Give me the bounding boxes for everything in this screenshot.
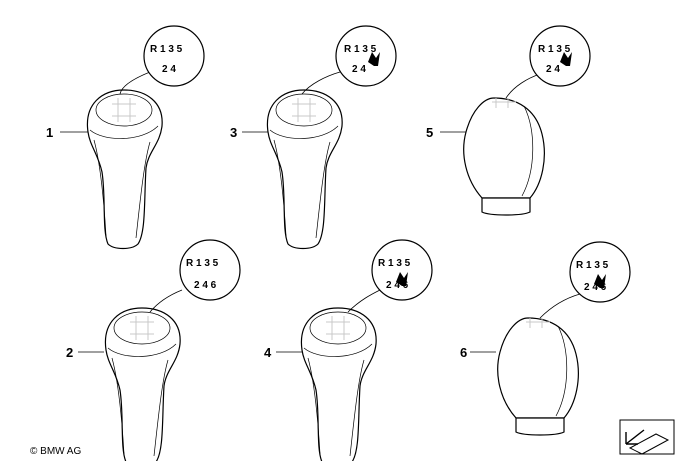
m-logo-icon	[396, 272, 408, 286]
gear-knob-5[interactable]	[440, 25, 591, 216]
m-logo-icon	[594, 274, 606, 288]
shift-pattern-top-6: R 1 3 5	[576, 260, 609, 271]
callout-number-6: 6	[460, 345, 467, 360]
shift-pattern-top-5: R 1 3 5	[538, 44, 571, 55]
shift-pattern-bottom-3: 2 4	[352, 64, 366, 75]
copyright-text: © BMW AG	[30, 446, 82, 457]
m-logo-icon	[368, 52, 380, 66]
callout-number-4: 4	[264, 345, 272, 360]
shift-pattern-bottom-5: 2 4	[546, 64, 560, 75]
callout-number-1: 1	[46, 125, 53, 140]
gear-knob-6[interactable]	[470, 241, 631, 436]
gear-knob-4[interactable]	[276, 239, 433, 461]
view-arrow-icon	[619, 419, 675, 455]
callout-number-3: 3	[230, 125, 237, 140]
m-logo-icon	[560, 52, 572, 66]
shift-pattern-bottom-2: 2 4 6	[194, 280, 217, 291]
shift-pattern-top-3: R 1 3 5	[344, 44, 377, 55]
shift-pattern-bottom-1: 2 4	[162, 64, 176, 75]
shift-pattern-bottom-6: 2 4 6	[584, 282, 607, 293]
gear-knob-2[interactable]	[78, 239, 241, 461]
callout-number-5: 5	[426, 125, 433, 140]
shift-pattern-top-2: R 1 3 5	[186, 258, 219, 269]
gear-knob-3[interactable]	[242, 25, 397, 250]
callout-number-2: 2	[66, 345, 73, 360]
shift-pattern-top-1: R 1 3 5	[150, 44, 183, 55]
gear-knob-1[interactable]	[60, 25, 205, 250]
shift-pattern-top-4: R 1 3 5	[378, 258, 411, 269]
shift-pattern-bottom-4: 2 4 6	[386, 280, 409, 291]
